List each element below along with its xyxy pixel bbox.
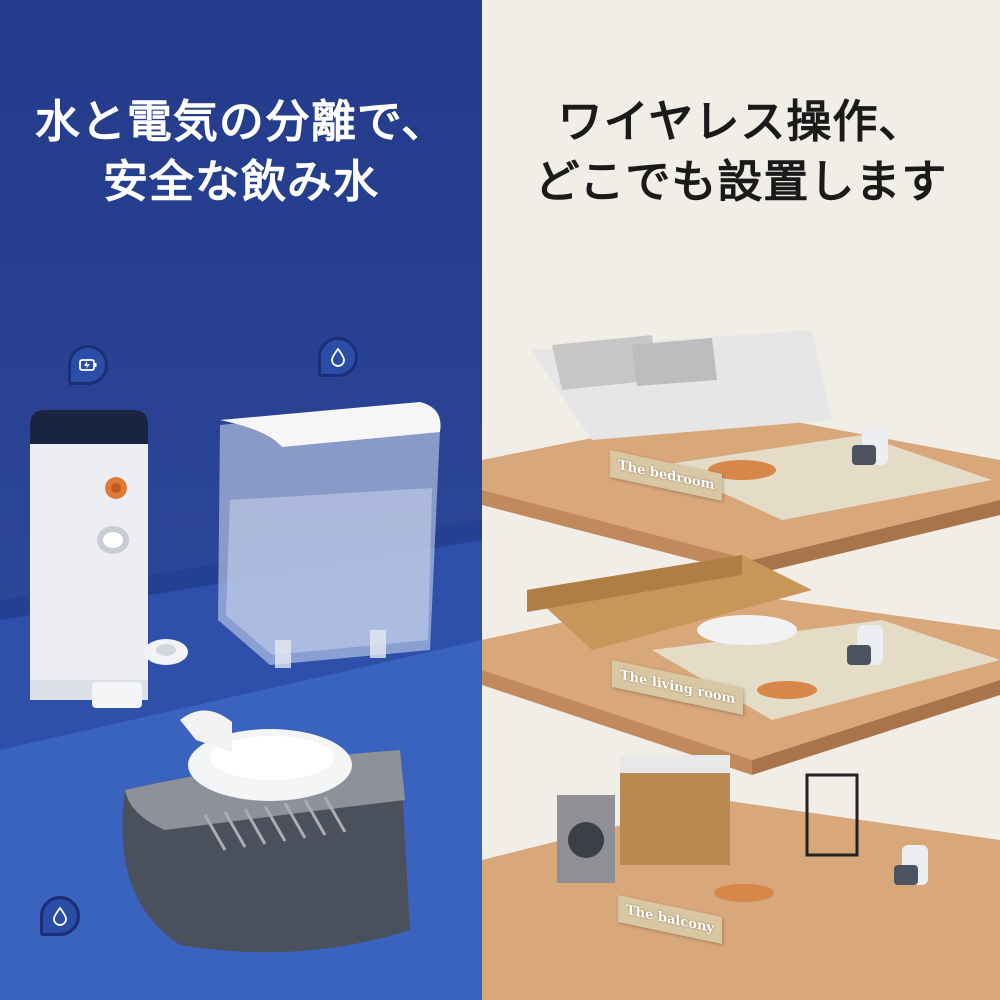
right-headline: ワイヤレス操作、 どこでも設置します bbox=[482, 92, 1000, 212]
room-illustration bbox=[482, 330, 1000, 1000]
left-headline: 水と電気の分離で、 安全な飲み水 bbox=[0, 92, 482, 212]
left-product-scene bbox=[0, 402, 482, 1000]
floor-bedroom bbox=[482, 330, 1000, 575]
bowl-base bbox=[122, 710, 410, 953]
left-headline-line-1: 水と電気の分離で、 bbox=[34, 95, 448, 148]
right-headline-line-2: どこでも設置します bbox=[534, 155, 948, 208]
water-drop-icon bbox=[318, 337, 358, 377]
water-tank bbox=[218, 402, 441, 668]
left-panel: 水と電気の分離で、 安全な飲み水 bbox=[0, 0, 482, 1000]
floor-living-room bbox=[482, 555, 1000, 775]
battery-icon bbox=[68, 345, 108, 385]
water-drop-icon bbox=[40, 896, 80, 936]
floor-balcony bbox=[482, 755, 1000, 1000]
dispenser-tower bbox=[30, 410, 188, 708]
left-headline-line-2: 安全な飲み水 bbox=[102, 155, 379, 208]
right-headline-line-1: ワイヤレス操作、 bbox=[557, 95, 925, 148]
right-panel: ワイヤレス操作、 どこでも設置します The bedroom The livin… bbox=[482, 0, 1000, 1000]
